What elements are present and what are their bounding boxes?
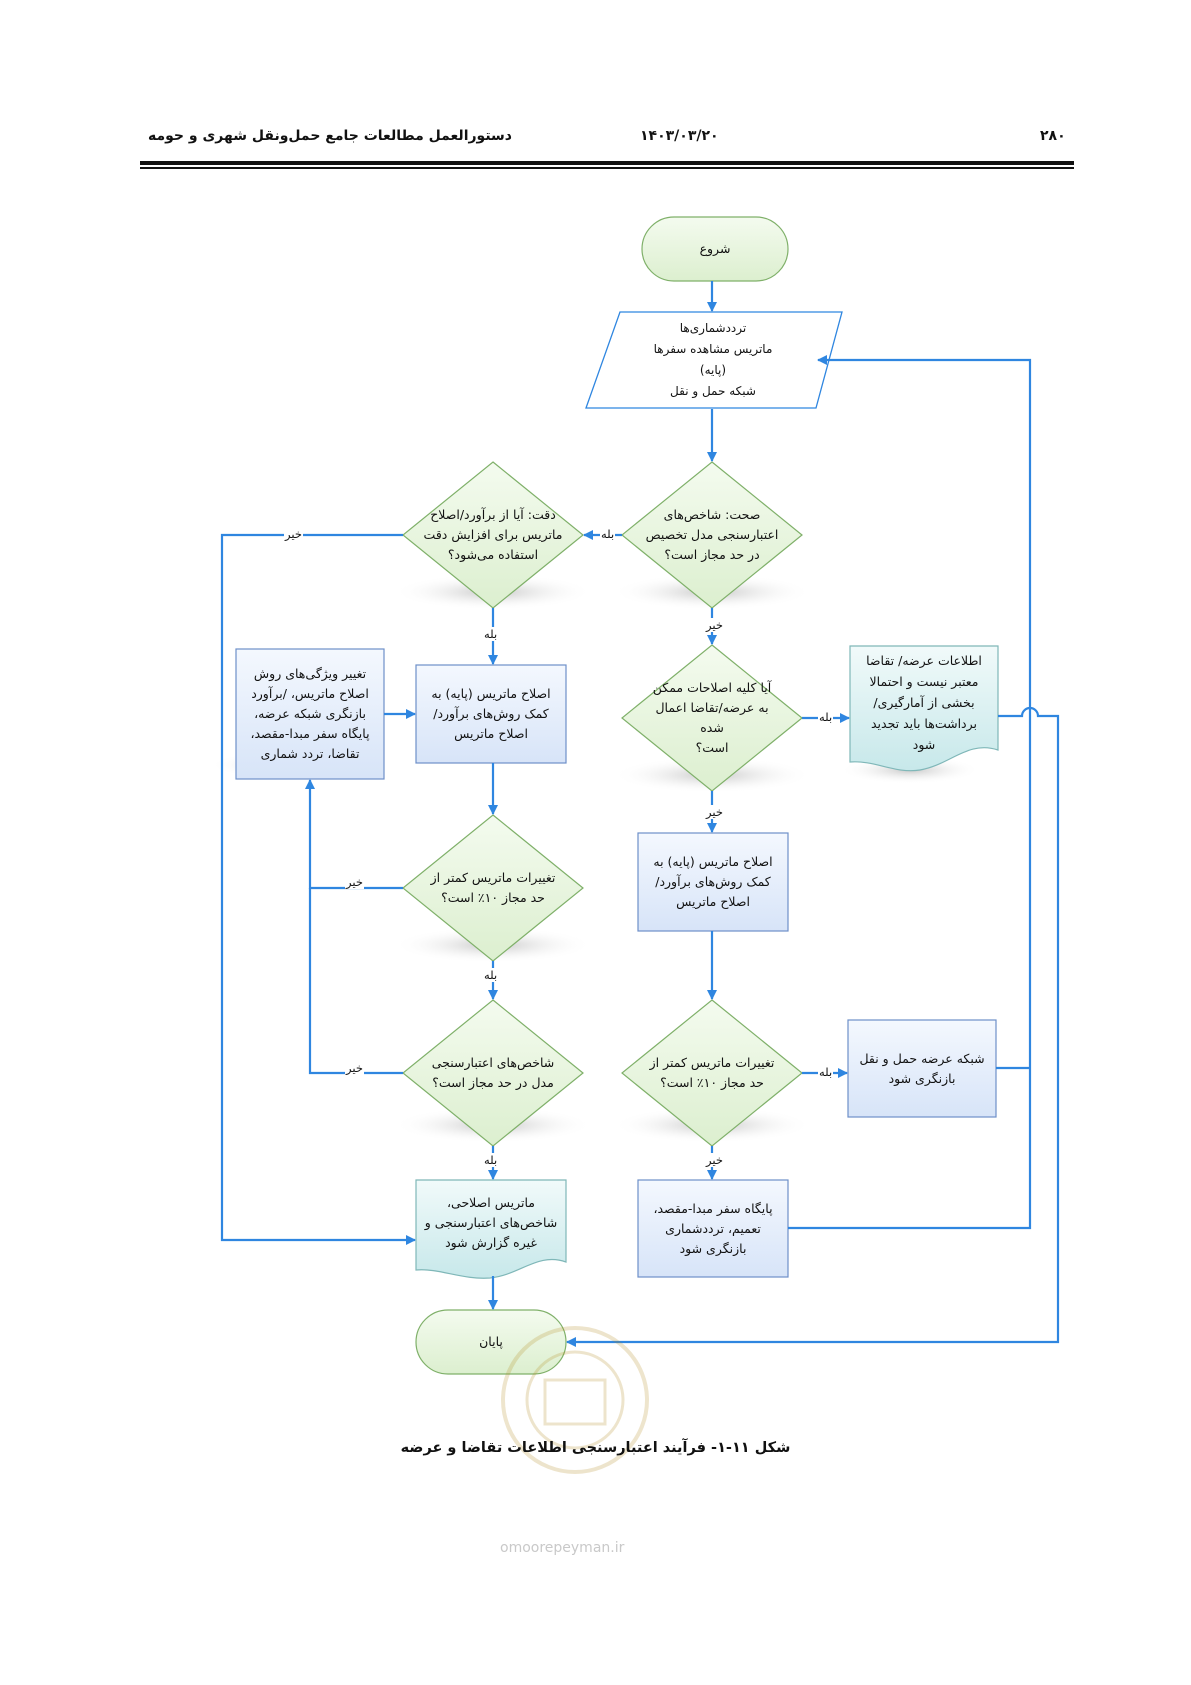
no-label: خیر [705,805,724,819]
data-invalid-text: اطلاعات عرضه/ تقاضا معتبر نیست و احتمالا… [866,652,982,752]
arrow-change-left-no [305,779,403,890]
network-review-text: شبکه عرضه حمل و نقل بازنگری شود [859,1050,985,1086]
yes-label: بله [600,527,616,541]
yes-label: بله [818,1065,834,1079]
correct-left-text: اصلاح ماتریس (پایه) به کمک روش‌های برآور… [431,686,551,741]
change-method-text: تغییر ویژگی‌های روش اصلاح ماتریس، /برآور… [250,666,370,761]
start-label: شروع [699,241,731,256]
change-right-question: تغییرات ماتریس کمتر از حد مجاز ۱۰٪ است؟ [649,1055,775,1090]
yes-label: بله [483,968,499,982]
validity-question: صحت: شاخص‌های اعتبارسنجی مدل تخصیص در حد… [645,507,779,562]
yes-label: بله [483,1153,499,1167]
data-invalid-document [849,645,999,772]
yes-label: بله [818,710,834,724]
no-label: خیر [345,875,364,889]
watermark-url: omoorepeyman.ir [500,1540,625,1556]
watermark-seal [501,1326,649,1474]
start-terminator [641,216,789,282]
figure-caption: شکل ۱۱-۱- فرآیند اعتبارسنجی اطلاعات تقاض… [400,1440,791,1456]
od-review-text: پایگاه سفر مبدا-مقصد، تعمیم، ترددشماری ب… [653,1200,773,1256]
indices-question: شاخص‌های اعتبارسنجی مدل در حد مجاز است؟ [431,1055,555,1090]
no-label: خیر [284,527,303,541]
input-parallelogram [585,311,843,409]
report-text: ماتریس اصلاحی، شاخص‌های اعتبارسنجی و غیر… [424,1195,558,1250]
document-title: دستورالعمل مطالعات جامع حمل‌ونقل شهری و … [148,128,512,144]
precision-question: دقت: آیا از برآورد/اصلاح ماتریس برای افز… [423,507,563,562]
arrow-indices-no [308,888,403,1075]
arrow-precision-no [220,533,416,1245]
end-label: پایان [479,1334,503,1349]
correct-right-text: اصلاح ماتریس (پایه) به کمک روش‌های برآور… [653,854,773,909]
page-number: ۲۸۰ [1040,128,1066,144]
correct-right-box [637,832,789,932]
document-date: ۱۴۰۳/۰۳/۲۰ [640,128,719,144]
no-label: خیر [705,1153,724,1167]
change-left-question: تغییرات ماتریس کمتر از حد مجاز ۱۰٪ است؟ [430,870,556,905]
od-review-box [637,1179,789,1278]
header-rule-thick [140,161,1074,165]
no-label: خیر [345,1061,364,1075]
inputs-label: ترددشماری‌ها ماتریس مشاهده سفرها (پایه) … [653,321,773,398]
network-review-box [847,1019,997,1118]
no-label: خیر [705,618,724,632]
yes-label: بله [483,627,499,641]
header-rule-thin [140,167,1074,169]
arrow-loop-to-input [788,355,1032,1230]
correct-left-box [415,664,567,764]
corrections-question: آیا کلیه اصلاحات ممکن به عرضه/تقاضا اعما… [652,680,772,755]
report-document [415,1179,567,1279]
arrow-doc-to-end [566,706,1060,1347]
